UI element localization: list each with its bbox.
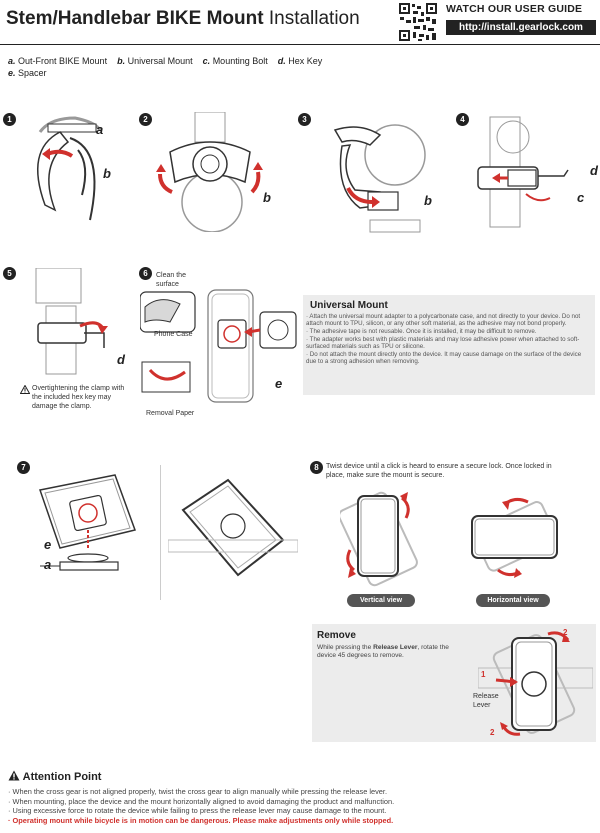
legend-c-text: Mounting Bolt bbox=[212, 56, 268, 66]
step-6-clean-label: Clean the surface bbox=[156, 272, 186, 288]
warning-icon bbox=[20, 385, 30, 394]
legend-d-key: d. bbox=[277, 56, 286, 66]
title-bold: Stem/Handlebar BIKE Mount bbox=[6, 8, 264, 29]
step-7-illustration bbox=[39, 474, 136, 571]
legend-b-text: Universal Mount bbox=[127, 56, 193, 66]
horizontal-view-label: Horizontal view bbox=[476, 594, 550, 607]
universal-mount-item: · The adhesive tape is not reusable. Onc… bbox=[306, 328, 537, 336]
remove-arrow-2-label: 2 bbox=[563, 628, 568, 637]
step-8-text: Twist device until a click is heard to e… bbox=[326, 463, 552, 479]
remove-illustration bbox=[478, 631, 593, 736]
vertical-view-label: Vertical view bbox=[347, 594, 415, 607]
legend-a-key: a. bbox=[8, 56, 16, 66]
step-3-number: 3 bbox=[298, 113, 311, 126]
legend-row-1: a. Out-Front BIKE Mount b. Universal Mou… bbox=[8, 56, 322, 66]
step-5-warning-text: Overtightening the clamp with the includ… bbox=[32, 385, 125, 410]
header-divider bbox=[0, 44, 600, 45]
step-4-label-c: c bbox=[577, 190, 585, 205]
universal-mount-item: · Attach the universal mount adapter to … bbox=[306, 313, 581, 328]
step-7-number: 7 bbox=[17, 461, 30, 474]
remove-text: While pressing the Release Lever, rotate… bbox=[317, 644, 457, 660]
step-6-label-e: e bbox=[275, 376, 283, 391]
universal-mount-list: · Attach the universal mount adapter to … bbox=[306, 313, 592, 366]
universal-mount-title: Universal Mount bbox=[310, 300, 388, 311]
legend-row-2: e. Spacer bbox=[8, 68, 47, 78]
step-1-number: 1 bbox=[3, 113, 16, 126]
step-6-phone-case-label: Phone Case bbox=[154, 331, 193, 338]
remove-arrow-1-label: 1 bbox=[481, 670, 486, 679]
step-6-number: 6 bbox=[139, 267, 152, 280]
step-4-label-d: d bbox=[590, 163, 598, 178]
attention-list: · When the cross gear is not aligned pro… bbox=[8, 787, 598, 825]
legend-e-key: e. bbox=[8, 68, 16, 78]
remove-arrow-2b-label: 2 bbox=[490, 728, 495, 737]
universal-mount-item: · Do not attach the mount directly onto … bbox=[306, 350, 582, 366]
attention-item: · Using excessive force to rotate the de… bbox=[8, 806, 387, 816]
step-2-number: 2 bbox=[139, 113, 152, 126]
remove-text-part-2: , rotate the device 45 degrees to remove… bbox=[317, 644, 449, 659]
legend-b-key: b. bbox=[117, 56, 126, 66]
step-5-illustration bbox=[35, 268, 108, 375]
title-light: Installation bbox=[268, 8, 360, 29]
step-8-horizontal-illustration bbox=[471, 497, 558, 578]
step-8-number: 8 bbox=[310, 461, 323, 474]
step-3-illustration bbox=[333, 124, 426, 233]
step-5-warning: Overtightening the clamp with the includ… bbox=[20, 384, 135, 411]
remove-title: Remove bbox=[317, 630, 356, 641]
legend-e-text: Spacer bbox=[18, 68, 47, 78]
install-url-link[interactable]: http://install.gearlock.com bbox=[446, 20, 596, 35]
step-5-label-d: d bbox=[117, 352, 125, 367]
release-lever-label: Release Lever bbox=[473, 693, 499, 709]
warning-icon bbox=[8, 770, 20, 781]
attention-warning: · Operating mount while bicycle is in mo… bbox=[8, 815, 394, 825]
step-1-label-b: b bbox=[103, 166, 111, 181]
remove-text-lever: Release Lever bbox=[373, 644, 418, 651]
step-2-label-b: b bbox=[263, 190, 271, 205]
attention-title: Attention Point bbox=[8, 770, 101, 783]
watch-guide-label: WATCH OUR USER GUIDE bbox=[446, 3, 583, 15]
step-4-illustration bbox=[477, 116, 569, 228]
qr-code-icon[interactable] bbox=[398, 2, 438, 42]
attention-title-text: Attention Point bbox=[22, 771, 102, 783]
remove-text-part-1: While pressing the bbox=[317, 644, 374, 651]
page-title: Stem/Handlebar BIKE Mount Installation bbox=[6, 8, 360, 30]
step-3-label-b: b bbox=[424, 193, 432, 208]
step-4-number: 4 bbox=[456, 113, 469, 126]
legend-c-key: c. bbox=[202, 56, 211, 66]
step-5-number: 5 bbox=[3, 267, 16, 280]
step-7-divider bbox=[160, 465, 161, 600]
step-6-illustration bbox=[140, 289, 297, 403]
attention-item: · When the cross gear is not aligned pro… bbox=[8, 787, 388, 796]
step-7-label-a: a bbox=[44, 557, 52, 572]
step-2-illustration bbox=[156, 112, 263, 232]
step-8-vertical-illustration bbox=[340, 491, 418, 587]
attention-item: · When mounting, place the device and th… bbox=[8, 796, 395, 806]
legend-d-text: Hex Key bbox=[288, 56, 323, 66]
universal-mount-panel bbox=[303, 295, 595, 395]
step-6-removal-paper-label: Removal Paper bbox=[146, 410, 195, 417]
universal-mount-item: · The adapter works best with plastic ma… bbox=[306, 335, 580, 351]
step-7-mounted-illustration bbox=[168, 478, 298, 577]
step-1-label-a: a bbox=[96, 122, 104, 137]
step-1-illustration bbox=[37, 116, 102, 221]
legend-a-text: Out-Front BIKE Mount bbox=[18, 56, 108, 66]
step-7-label-e: e bbox=[44, 537, 52, 552]
